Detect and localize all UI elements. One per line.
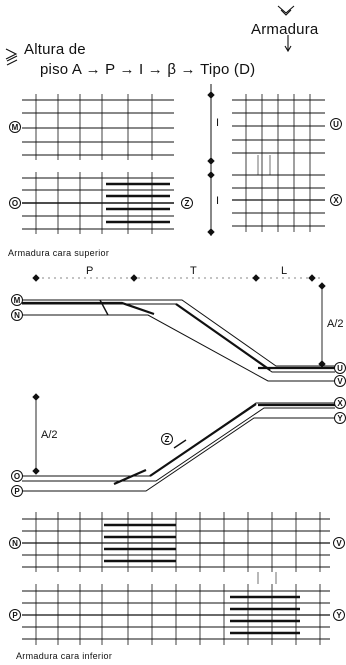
marker-o-plan: O xyxy=(9,197,21,209)
plan-dimension-line xyxy=(207,84,215,236)
marker-m-plan: M xyxy=(9,121,21,133)
plan-upper-left-grid xyxy=(22,94,174,234)
section-lower-dim xyxy=(32,393,40,475)
marker-z-plan: Z xyxy=(181,197,193,209)
section-lower-bars xyxy=(22,402,335,492)
marker-u-section: U xyxy=(334,362,346,374)
plan-lower-grid-2 xyxy=(22,572,330,645)
altura-label: Altura de xyxy=(24,41,86,58)
altura-arrow-icon xyxy=(5,48,18,66)
marker-y-section: Y xyxy=(334,412,346,424)
marker-v-plan-lower: V xyxy=(333,537,345,549)
marker-n-section: N xyxy=(11,309,23,321)
marker-x-plan: X xyxy=(330,194,342,206)
plan-dim-i-lower: I xyxy=(216,195,220,207)
marker-p-section: P xyxy=(11,485,23,497)
marker-n-plan-lower: N xyxy=(9,537,21,549)
plan-lower-grid-1 xyxy=(22,512,330,572)
marker-p-plan-lower: P xyxy=(9,609,21,621)
section-upper-bars xyxy=(22,299,335,382)
section-upper-top-dim xyxy=(32,274,326,368)
marker-v-section: V xyxy=(334,375,346,387)
armadura-label: Armadura xyxy=(251,21,319,38)
marker-o-section: O xyxy=(11,470,23,482)
armadura-arrow-icon xyxy=(277,5,295,53)
caption-upper-face: Armadura cara superior xyxy=(8,248,110,258)
caption-lower-face: Armadura cara inferior xyxy=(16,651,113,661)
sequence-label: piso A → P → I → β → Tipo (D) xyxy=(40,61,256,78)
segment-label-p: P xyxy=(86,265,94,277)
segment-label-t: T xyxy=(190,265,197,277)
marker-z-section: Z xyxy=(161,433,173,445)
marker-u-plan: U xyxy=(330,118,342,130)
dim-half-upper: A/2 xyxy=(327,318,344,330)
plan-dim-i-upper: I xyxy=(216,117,220,129)
marker-m-section: M xyxy=(11,294,23,306)
marker-x-section: X xyxy=(334,397,346,409)
plan-upper-right-grid xyxy=(232,94,325,232)
segment-label-l: L xyxy=(281,265,288,277)
marker-y-plan-lower: Y xyxy=(333,609,345,621)
dim-half-lower: A/2 xyxy=(41,429,58,441)
